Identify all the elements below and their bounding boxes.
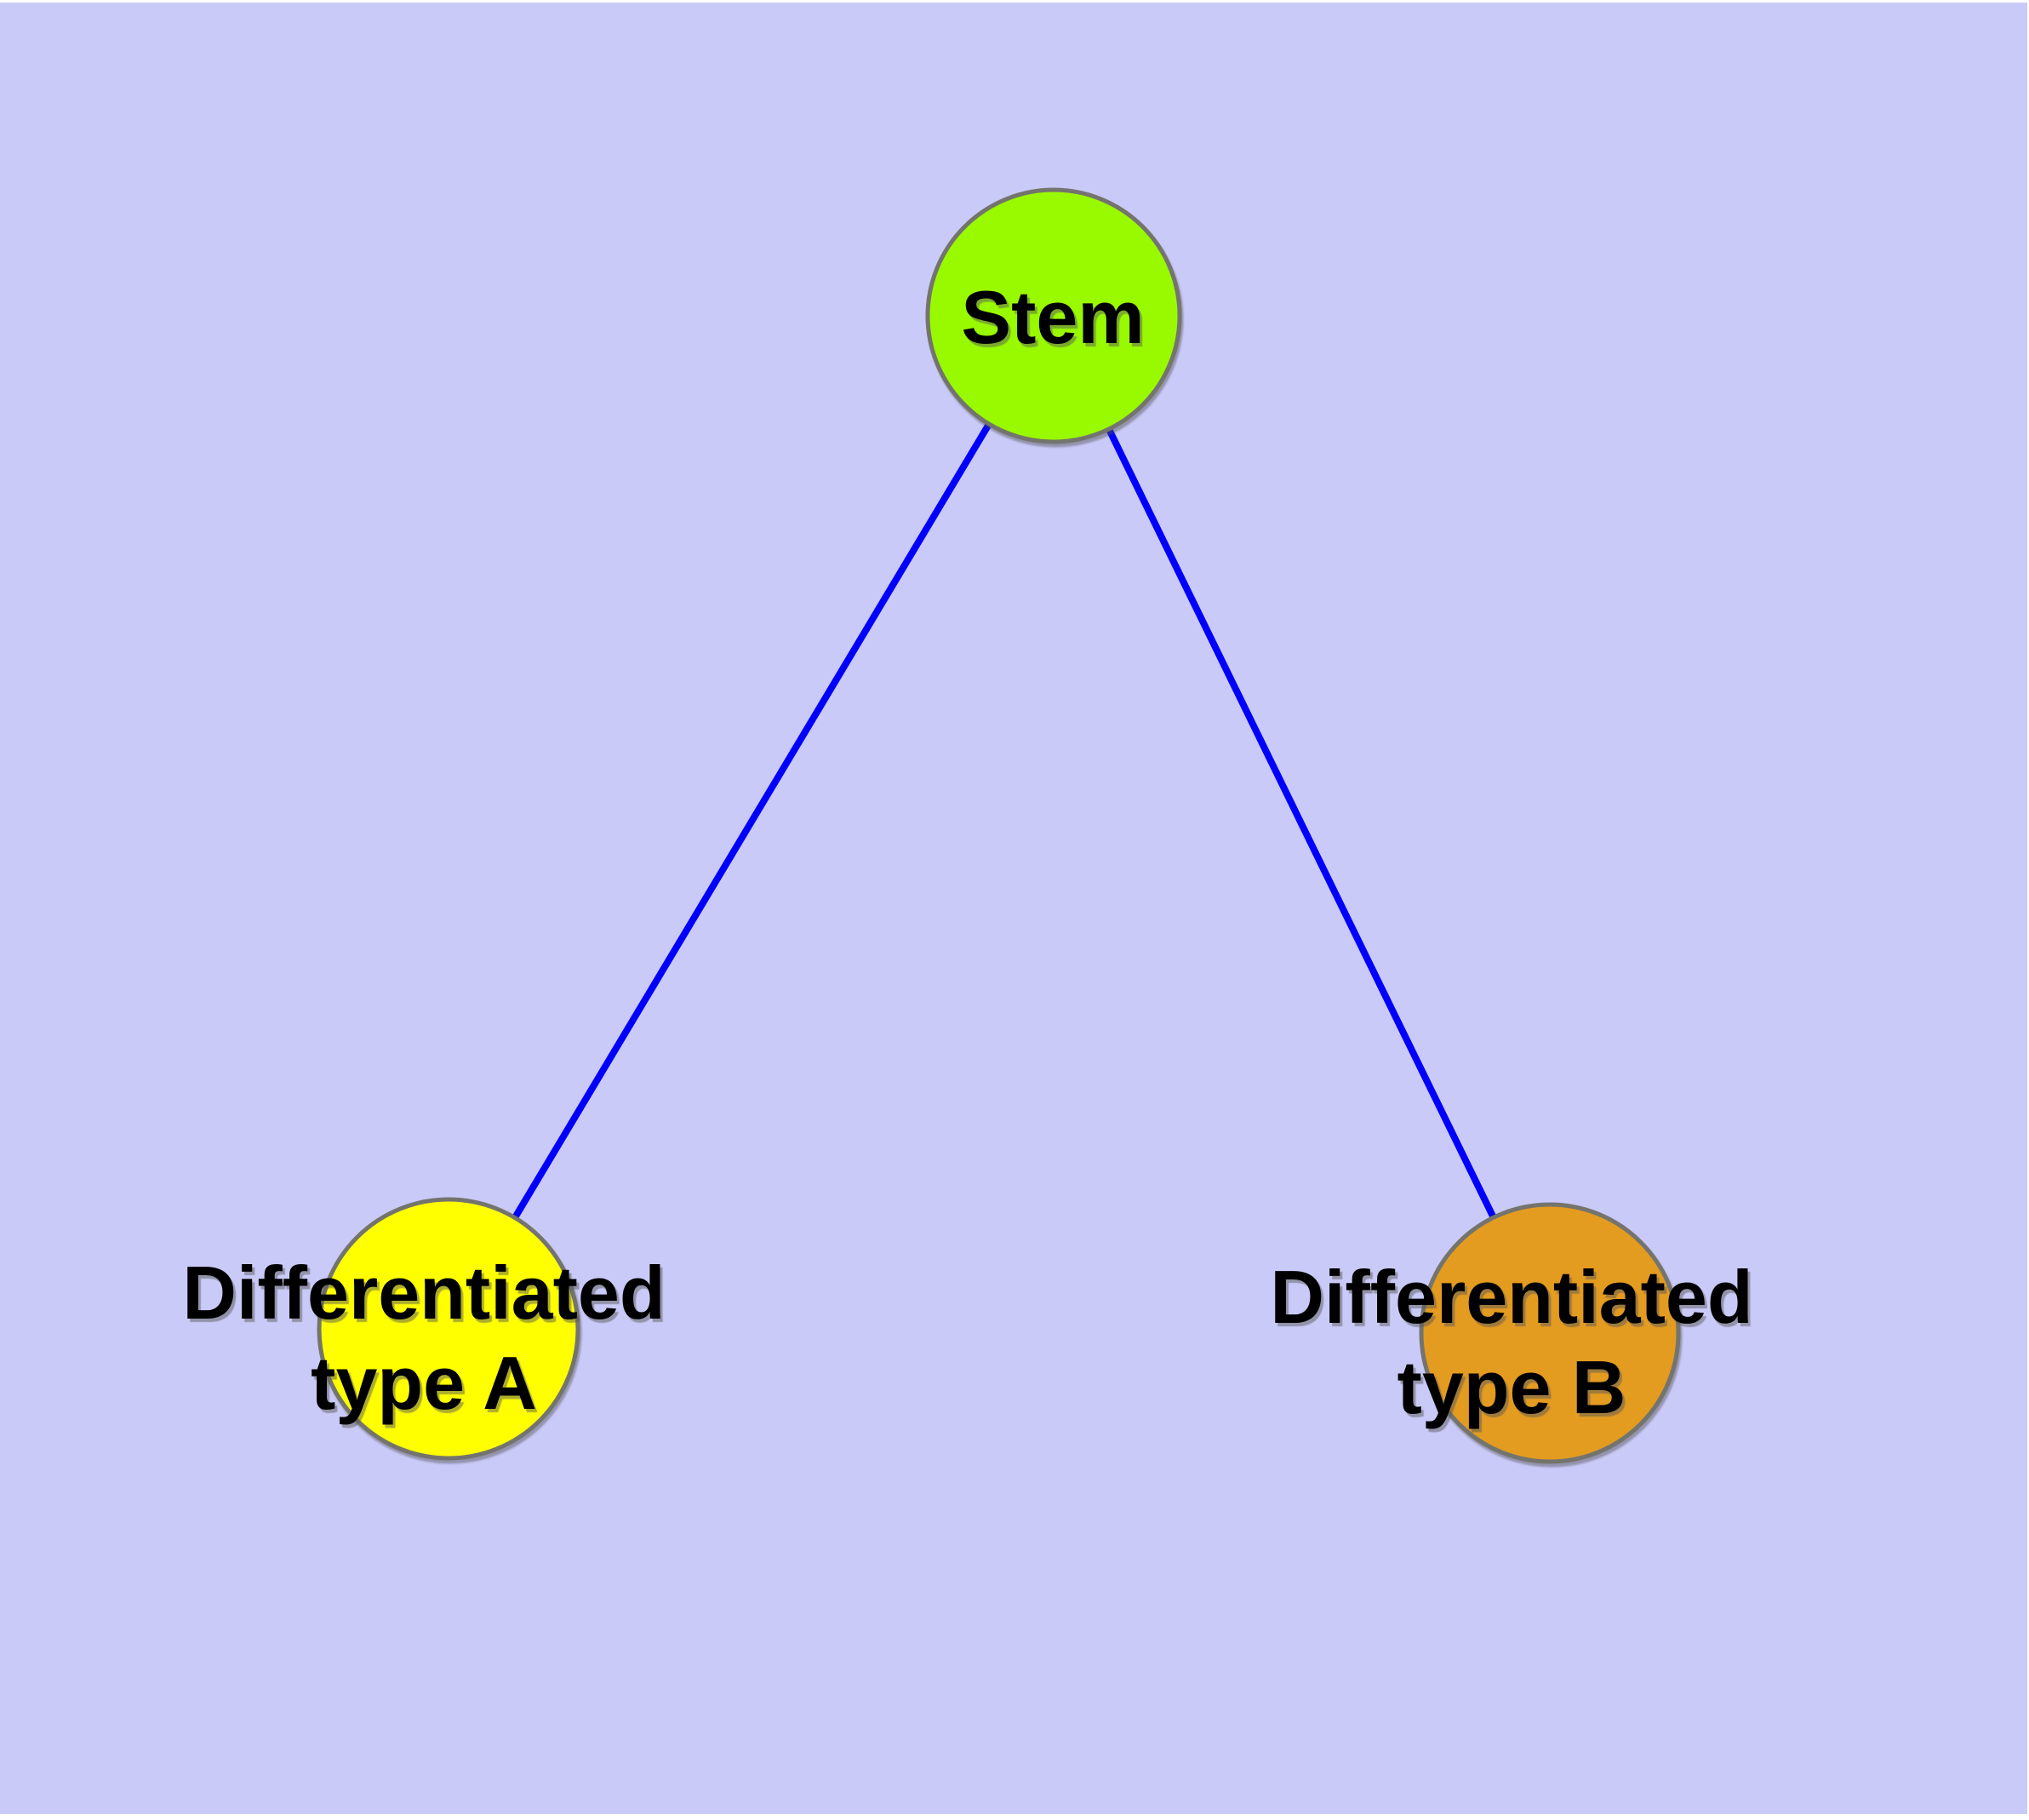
edge-stem-to-type-a[interactable] xyxy=(445,313,1057,1331)
node-stem-circle[interactable] xyxy=(925,187,1182,444)
edge-stem-to-type-b[interactable] xyxy=(1050,314,1553,1335)
nodes xyxy=(317,187,1681,1464)
node-type-b-circle[interactable] xyxy=(1419,1202,1681,1464)
edges xyxy=(445,313,1553,1335)
node-type-a-circle[interactable] xyxy=(317,1197,580,1461)
